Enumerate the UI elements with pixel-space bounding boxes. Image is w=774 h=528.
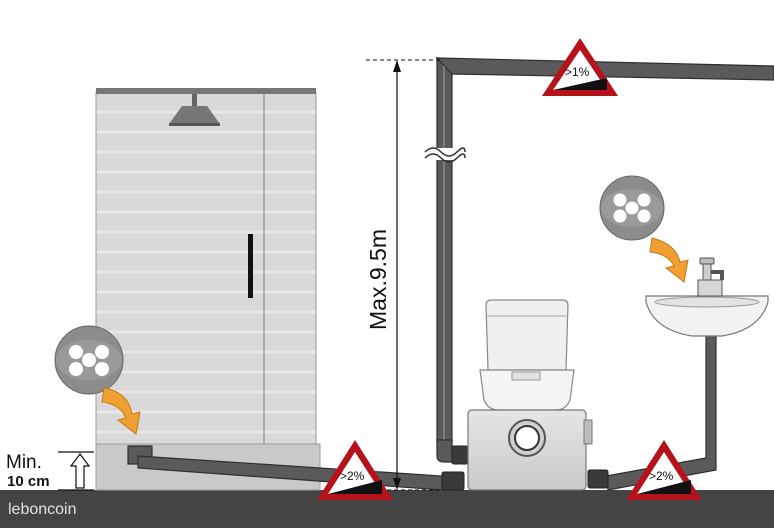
warning-triangle-icon: >1% [542,38,618,96]
drain-cover-icon [599,175,665,241]
pipe-fitting [441,471,465,491]
macerator-unit [467,299,593,491]
up-arrow-icon [69,453,91,489]
min-value-label: 10 cm [7,473,50,490]
min-height-marker [58,451,94,491]
slope-shower-label: >2% [340,469,365,483]
cabin-door-handle [248,234,253,298]
faucet-icon [697,257,724,297]
height-dimension [366,59,442,491]
slope-sink-label: >2% [649,469,674,483]
orange-arrow-icon [101,387,141,435]
toilet-tank [485,299,569,371]
pipe-fitting [451,445,469,465]
shower-cabin [95,88,321,491]
drain-cover-icon [54,325,124,395]
pipe-break-icon [424,147,466,163]
shower-head-icon [169,94,220,126]
warning-triangle-icon: >2% [626,440,702,500]
cabin-stripes [97,110,315,434]
toilet-seat-hinge [511,371,541,381]
min-label: Min. [6,452,42,473]
warning-triangle-icon: >2% [317,440,393,500]
sink [645,257,769,337]
slope-top-label: >1% [565,65,590,79]
max-height-label: Max.9.5m [365,229,391,330]
pipe-fitting [587,469,609,489]
orange-arrow-icon [649,237,689,283]
cabin-top-rail [96,88,316,94]
discharge-horizontal-pipe [435,57,774,81]
watermark: leboncoin [8,501,77,518]
